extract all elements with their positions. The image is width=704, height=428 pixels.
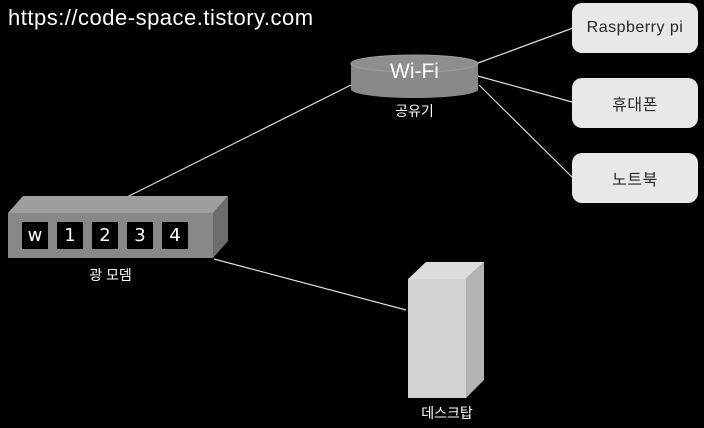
wifi-router-cylinder (350, 54, 479, 98)
connection-line-router-phone (477, 75, 573, 103)
device-box-phone: 휴대폰 (572, 78, 698, 128)
modem-port-3: 3 (127, 222, 153, 249)
modem-port-w: w (22, 222, 48, 249)
modem-port-2: 2 (92, 222, 118, 249)
device-label-phone: 휴대폰 (612, 97, 658, 114)
modem-port-4: 4 (162, 222, 188, 249)
desktop-label: 데스크탑 (421, 405, 473, 421)
router-label: 공유기 (395, 103, 434, 119)
modem-port-1: 1 (57, 222, 83, 249)
modem-label: 광 모뎀 (89, 267, 132, 283)
connection-line-modem-desktop (213, 258, 407, 311)
url-watermark: https://code-space.tistory.com (8, 5, 314, 30)
device-label-laptop: 노트북 (612, 172, 658, 189)
connection-line-router-laptop (478, 84, 574, 179)
device-box-laptop: 노트북 (572, 153, 698, 203)
device-box-raspberry-pi: Raspberry pi (572, 3, 698, 53)
modem-port-row: w 1 2 3 4 (22, 222, 188, 249)
device-label-raspberry-pi: Raspberry pi (586, 19, 684, 36)
connection-line-router-raspberrypi (477, 27, 574, 64)
wifi-router-title: Wi-Fi (390, 60, 439, 83)
connection-line-modem-router (124, 83, 354, 199)
desktop-tower (408, 262, 484, 398)
